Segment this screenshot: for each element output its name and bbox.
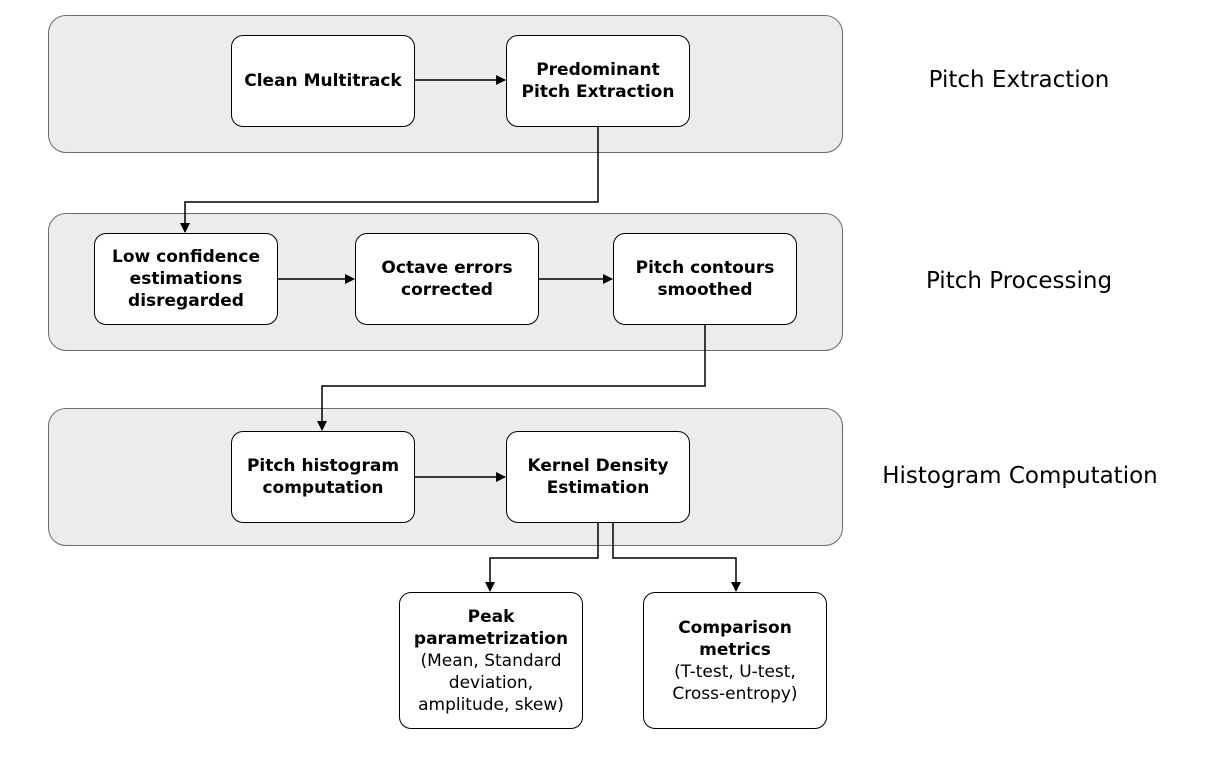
stage-label-pitch-processing: Pitch Processing [925,268,1113,294]
node-title-line: Pitch contours [635,258,775,278]
peak-parametrization-node: Peak parametrization (Mean, Standard dev… [399,592,583,729]
node-title-line: Low confidence [111,247,260,267]
stage-label-histogram-computation: Histogram Computation [882,463,1158,489]
node-title-line: Pitch histogram [246,456,400,476]
octave-errors-node: Octave errors corrected [355,233,539,325]
node-title-line: Pitch Extraction [521,82,675,102]
pitch-extraction-group [48,15,843,153]
node-title-line: metrics [699,639,771,660]
arrow-kde-to-comparison [612,523,741,592]
node-detail-line: deviation, [448,672,534,693]
predominant-pitch-extraction-node: Predominant Pitch Extraction [506,35,690,127]
arrow-processing-to-histogram [317,325,706,431]
node-title-line: Predominant [536,60,660,80]
node-detail-line: Cross-entropy) [672,683,798,704]
node-title-line: disregarded [128,291,244,311]
node-title-line: Octave errors [381,258,513,278]
node-detail-line: (Mean, Standard [420,650,562,671]
pitch-histogram-node: Pitch histogram computation [231,431,415,523]
node-title-line: Comparison [678,617,792,638]
stage-label-pitch-extraction: Pitch Extraction [928,67,1110,93]
node-title-line: estimations [129,269,243,289]
node-title-line: Estimation [546,478,650,498]
comparison-metrics-node: Comparison metrics (T-test, U-test, Cros… [643,592,827,729]
node-title-line: Peak [467,606,515,627]
low-confidence-node: Low confidence estimations disregarded [94,233,278,325]
node-title-line: smoothed [657,280,753,300]
node-title-line: corrected [401,280,493,300]
node-title-line: Kernel Density [527,456,669,476]
arrow-extraction-to-processing [180,126,599,233]
node-detail-line: amplitude, skew) [418,694,564,715]
node-title-line: parametrization [413,628,569,649]
kernel-density-node: Kernel Density Estimation [506,431,690,523]
arrow-kde-to-peak [485,523,599,592]
node-detail-line: (T-test, U-test, [674,661,796,682]
node-title-line: computation [262,478,384,498]
clean-multitrack-node: Clean Multitrack [231,35,415,127]
node-title-line: Clean Multitrack [244,71,402,91]
pitch-contours-node: Pitch contours smoothed [613,233,797,325]
